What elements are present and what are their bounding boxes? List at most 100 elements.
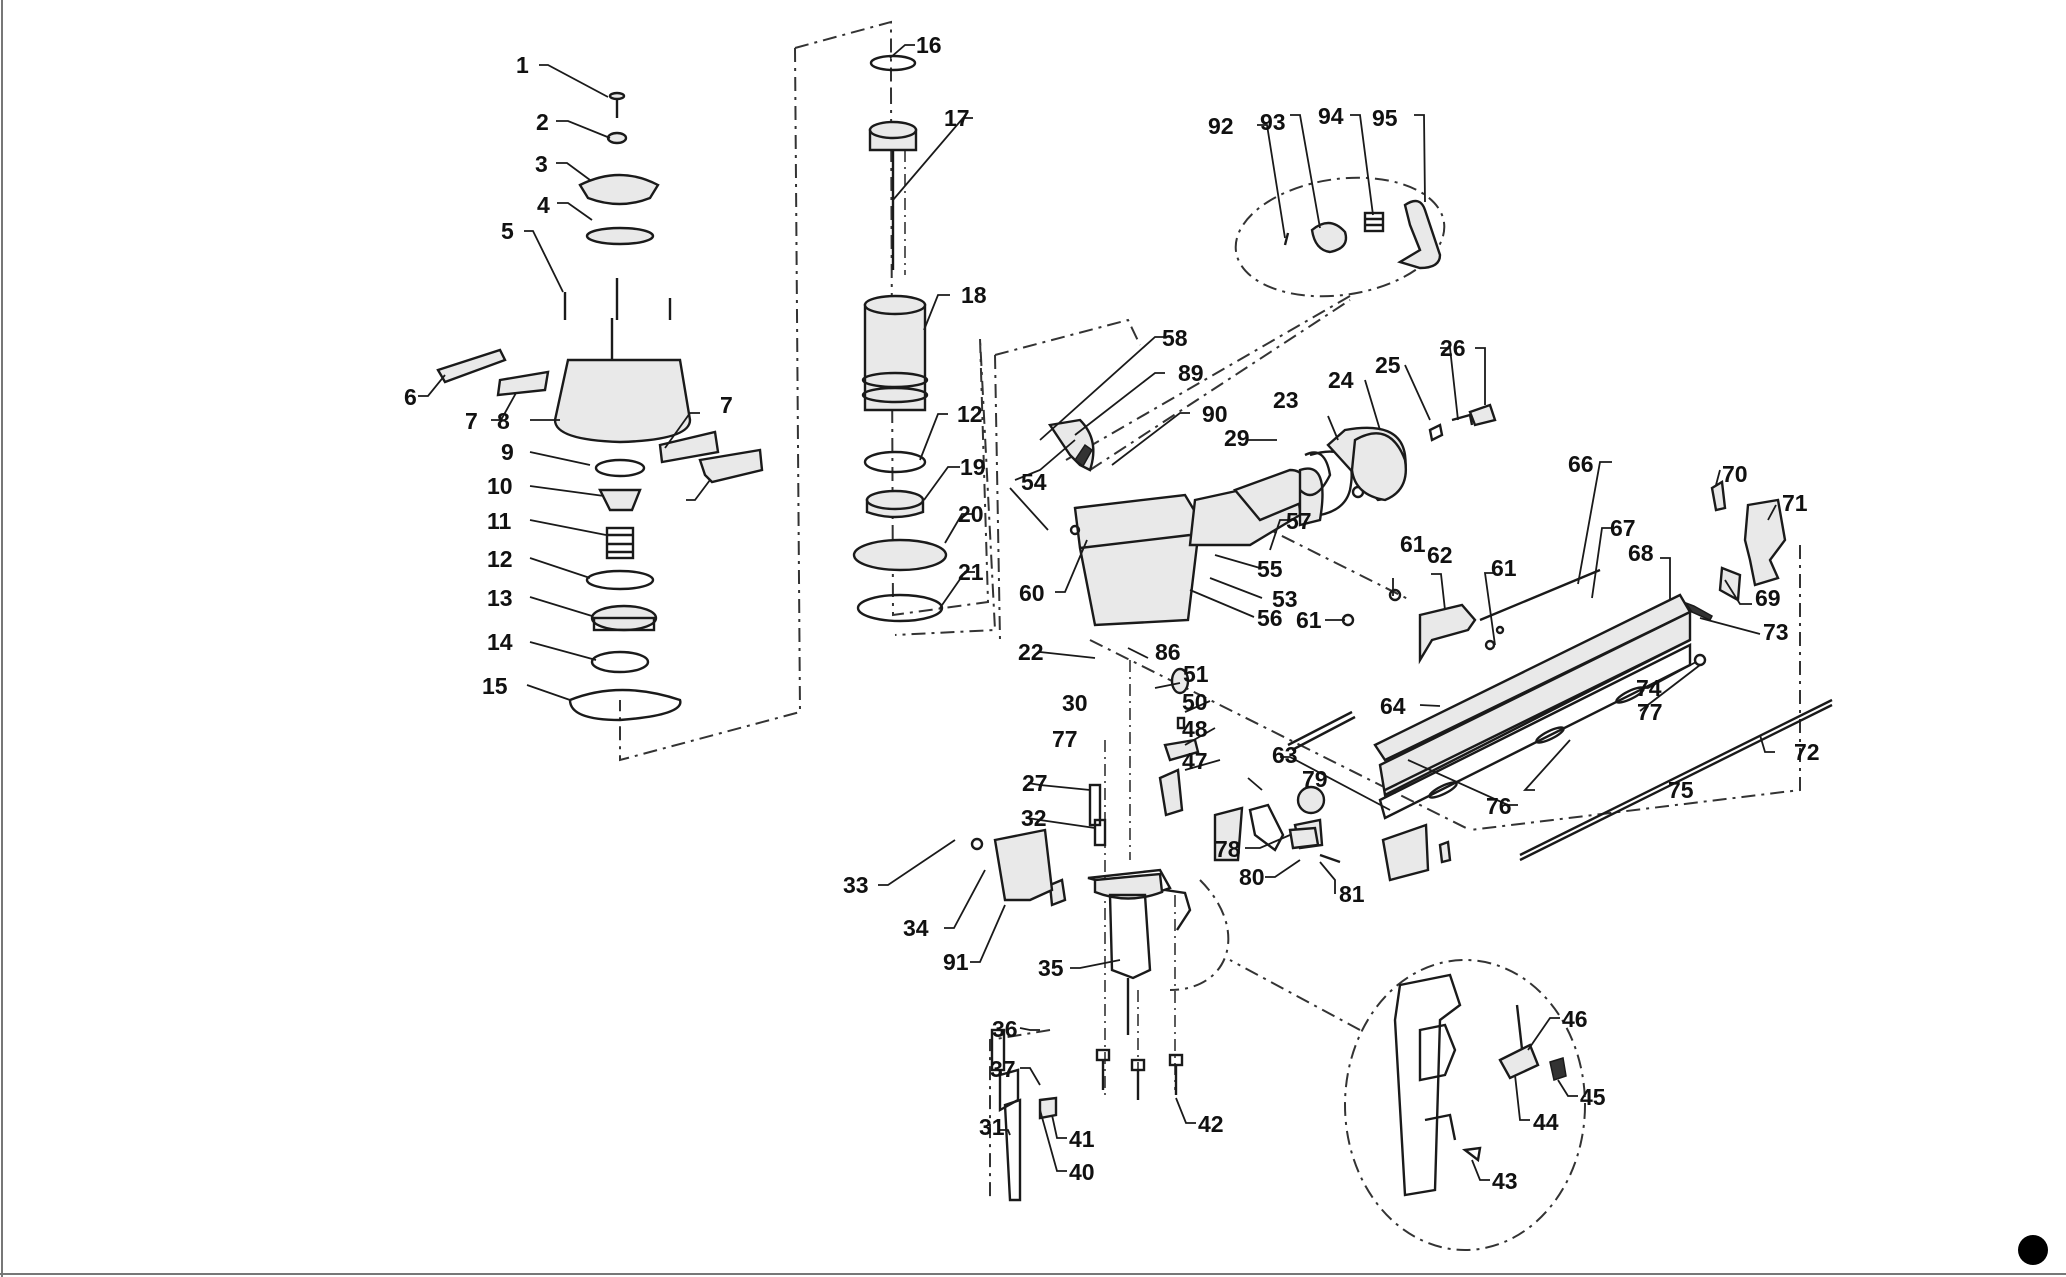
- part-number: 44: [1533, 1109, 1559, 1135]
- corner-dot: [2018, 1235, 2048, 1265]
- part-number: 7: [465, 408, 478, 434]
- part-number: 73: [1763, 619, 1789, 645]
- part-number: 75: [1668, 777, 1694, 803]
- part-number: 63: [1272, 742, 1298, 768]
- part-number: 25: [1375, 352, 1401, 378]
- part-number: 41: [1069, 1126, 1095, 1152]
- part-number: 77: [1052, 726, 1078, 752]
- part-number: 55: [1257, 556, 1283, 582]
- part-number: 66: [1568, 451, 1594, 477]
- side-parts: [1299, 403, 1505, 665]
- part-number: 3: [535, 151, 548, 177]
- part-number: 16: [916, 32, 942, 58]
- part-number: 12: [957, 401, 983, 427]
- detail-swivel: [1283, 199, 1442, 270]
- magazine: [1287, 568, 1833, 882]
- part-number: 45: [1580, 1084, 1606, 1110]
- detail-trigger: [1393, 973, 1567, 1197]
- leader-lines: [418, 44, 1777, 1181]
- part-number: 70: [1722, 461, 1748, 487]
- part-number: 43: [1492, 1168, 1518, 1194]
- cylinder-stack: [852, 54, 948, 623]
- part-number: 9: [501, 439, 514, 465]
- part-number: 53: [1272, 586, 1298, 612]
- part-number: 69: [1755, 585, 1781, 611]
- part-number: 91: [943, 949, 969, 975]
- part-number: 36: [992, 1016, 1018, 1042]
- part-number: 5: [501, 218, 514, 244]
- part-number: 35: [1038, 955, 1064, 981]
- part-number: 58: [1162, 325, 1188, 351]
- part-number: 80: [1239, 864, 1265, 890]
- part-number: 10: [487, 473, 513, 499]
- part-number: 64: [1380, 693, 1406, 719]
- part-number: 13: [487, 585, 513, 611]
- part-number: 24: [1328, 367, 1354, 393]
- part-number: 29: [1224, 425, 1250, 451]
- part-number: 15: [482, 673, 508, 699]
- nosepiece: [970, 667, 1341, 1035]
- part-number: 34: [903, 915, 929, 941]
- part-number: 26: [1440, 335, 1466, 361]
- part-number: 19: [960, 454, 986, 480]
- part-number: 27: [1022, 770, 1048, 796]
- part-number: 79: [1302, 766, 1328, 792]
- part-number: 74: [1636, 675, 1662, 701]
- part-number: 23: [1273, 387, 1299, 413]
- part-number: 18: [961, 282, 987, 308]
- part-number: 77: [1637, 699, 1663, 725]
- part-number: 56: [1257, 605, 1283, 631]
- part-number: 37: [990, 1056, 1016, 1082]
- pusher-parts: [1684, 480, 1787, 667]
- part-number: 17: [944, 105, 970, 131]
- part-number: 61: [1296, 607, 1322, 633]
- part-number: 20: [958, 501, 984, 527]
- part-number: 12: [487, 546, 513, 572]
- part-number: 81: [1339, 881, 1365, 907]
- part-number: 21: [958, 559, 984, 585]
- part-number: 78: [1215, 836, 1241, 862]
- part-number: 46: [1562, 1006, 1588, 1032]
- part-number: 86: [1155, 639, 1181, 665]
- part-number: 89: [1178, 360, 1204, 386]
- part-labels: 1 2 3 4 5 6 7 7 8 9 10 11 12 13 14 15 16…: [404, 32, 1820, 1194]
- part-number: 42: [1198, 1111, 1224, 1137]
- screws-bottom: [990, 1028, 1184, 1202]
- part-number: 48: [1182, 716, 1208, 742]
- part-number: 61: [1491, 555, 1517, 581]
- part-number: 30: [1062, 690, 1088, 716]
- part-number: 76: [1486, 793, 1512, 819]
- part-number: 68: [1628, 540, 1654, 566]
- part-number: 32: [1021, 805, 1047, 831]
- part-number: 95: [1372, 105, 1398, 131]
- part-number: 7: [720, 392, 733, 418]
- cap-assembly: [436, 91, 764, 722]
- part-number: 8: [497, 408, 510, 434]
- part-number: 4: [537, 192, 550, 218]
- part-number: 61: [1400, 531, 1426, 557]
- part-number: 51: [1183, 661, 1209, 687]
- part-number: 40: [1069, 1159, 1095, 1185]
- part-number: 62: [1427, 542, 1453, 568]
- part-number: 94: [1318, 103, 1344, 129]
- part-number: 47: [1182, 748, 1208, 774]
- part-number: 6: [404, 384, 417, 410]
- part-number: 57: [1286, 508, 1312, 534]
- part-number: 90: [1202, 401, 1228, 427]
- part-number: 33: [843, 872, 869, 898]
- part-number: 93: [1260, 109, 1286, 135]
- part-number: 31: [979, 1114, 1005, 1140]
- part-number: 1: [516, 52, 529, 78]
- part-number: 72: [1794, 739, 1820, 765]
- part-number: 71: [1782, 490, 1808, 516]
- part-number: 60: [1019, 580, 1045, 606]
- part-number: 11: [487, 508, 512, 534]
- part-number: 92: [1208, 113, 1234, 139]
- part-number: 54: [1021, 469, 1047, 495]
- part-number: 2: [536, 109, 549, 135]
- part-number: 67: [1610, 515, 1636, 541]
- part-number: 50: [1182, 689, 1208, 715]
- part-number: 14: [487, 629, 513, 655]
